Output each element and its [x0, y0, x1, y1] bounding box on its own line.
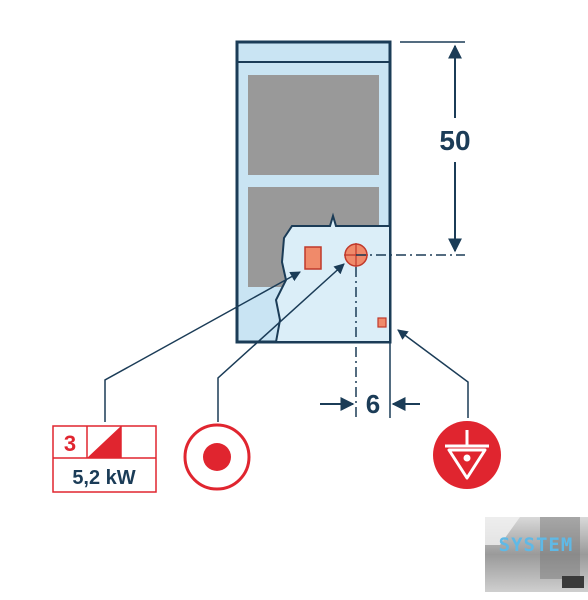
electric-symbol-dot [203, 443, 231, 471]
connection-panel [274, 212, 391, 343]
height-dimension-label: 50 [439, 125, 470, 156]
leader-terminal-block [104, 271, 301, 422]
equipotential-triangle [447, 448, 487, 480]
leader-lines [104, 263, 469, 422]
appliance-unit [235, 40, 392, 344]
equipotential-terminal [377, 317, 387, 328]
offset-dimension-label: 6 [366, 389, 380, 419]
power-rating-label: 5,2 kW [72, 467, 135, 489]
power-rating-box: 3 5,2 kW [52, 425, 157, 493]
phase-triangle-icon [87, 426, 121, 458]
upper-window [248, 75, 379, 175]
logo-tag [562, 576, 584, 588]
power-box-frame [52, 425, 157, 493]
logo-text: SYSTEM [499, 534, 574, 556]
equipotential-center-dot [463, 454, 471, 462]
phase-count-label: 3 [64, 431, 76, 456]
offset-dimension: 6 [320, 267, 420, 420]
red-dot-circle-icon [183, 423, 251, 491]
height-dimension: 50 [356, 41, 471, 256]
equipotential-triangle-icon [433, 421, 501, 489]
terminal-block [304, 246, 322, 270]
logo-shadow-block [540, 517, 580, 579]
system-logo: SYSTEM [485, 517, 588, 592]
leader-equipotential [397, 329, 469, 418]
leader-cable-entry [217, 263, 345, 422]
logo-shine [485, 517, 520, 545]
